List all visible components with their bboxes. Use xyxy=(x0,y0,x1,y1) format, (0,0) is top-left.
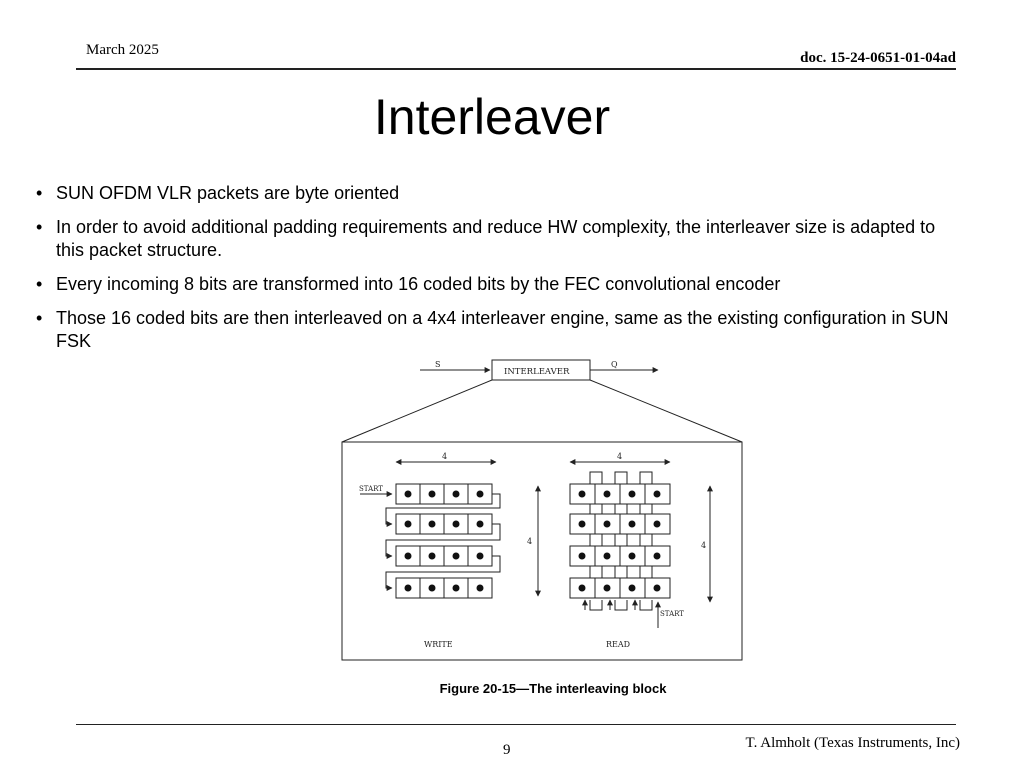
output-label: Q xyxy=(611,360,618,369)
page-number: 9 xyxy=(503,742,511,758)
header-date: March 2025 xyxy=(86,42,159,58)
read-height-label: 4 xyxy=(701,541,706,550)
footer-author: T. Almholt (Texas Instruments, Inc) xyxy=(745,735,960,751)
interleaving-block-diagram: S Q INTERLEAVER 4 4 4 4 START START WRIT… xyxy=(341,359,743,661)
read-grid xyxy=(569,483,671,599)
bullet-item: • In order to avoid additional padding re… xyxy=(36,216,956,262)
bullet-text: Every incoming 8 bits are transformed in… xyxy=(56,274,781,294)
grid-dots xyxy=(404,490,661,592)
interleaver-block xyxy=(491,359,591,381)
write-grid xyxy=(395,483,493,599)
read-label: READ xyxy=(606,640,630,649)
footer-rule xyxy=(76,724,956,725)
bullet-text: SUN OFDM VLR packets are byte oriented xyxy=(56,183,400,203)
bullet-glyph: • xyxy=(36,308,43,328)
write-start-label: START xyxy=(359,485,383,493)
write-height-label: 4 xyxy=(527,537,532,546)
read-start-label: START xyxy=(660,610,684,618)
bullet-list: •SUN OFDM VLR packets are byte oriented … xyxy=(36,182,956,364)
figure-caption: Figure 20-15—The interleaving block xyxy=(439,681,667,696)
bullet-glyph: • xyxy=(36,183,43,203)
bullet-glyph: • xyxy=(36,217,43,237)
bullet-item: • Every incoming 8 bits are transformed i… xyxy=(36,273,956,296)
interleaver-detail-frame xyxy=(341,441,743,661)
input-label: S xyxy=(435,360,440,369)
header-rule xyxy=(76,68,956,70)
bullet-glyph: • xyxy=(36,274,43,294)
write-label: WRITE xyxy=(424,640,453,649)
header-doc-id: doc. 15-24-0651-01-04ad xyxy=(800,50,956,66)
write-width-label: 4 xyxy=(442,452,447,461)
slide-title: Interleaver xyxy=(373,89,611,145)
interleaver-label: INTERLEAVER xyxy=(504,367,570,377)
bullet-text: Those 16 coded bits are then interleaved… xyxy=(56,308,949,351)
bullet-text: In order to avoid additional padding req… xyxy=(56,217,936,260)
read-width-label: 4 xyxy=(617,452,622,461)
bullet-item: • Those 16 coded bits are then interleave… xyxy=(36,307,956,353)
bullet-item: • SUN OFDM VLR packets are byte oriented xyxy=(36,182,956,205)
